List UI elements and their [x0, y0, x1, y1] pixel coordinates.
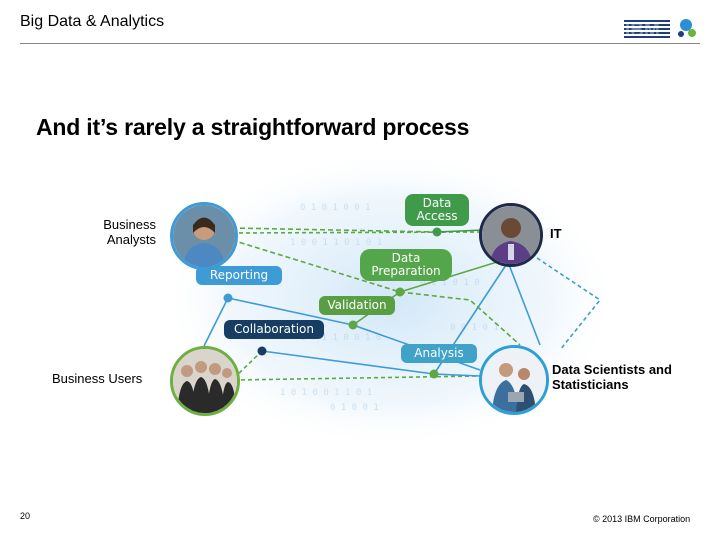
- ibm-logo-text: IBM: [625, 20, 660, 39]
- dot-validation: [348, 320, 358, 330]
- label-business-users: Business Users: [52, 371, 143, 386]
- slide-title: And it’s rarely a straightforward proces…: [36, 114, 470, 140]
- page-number: 20: [20, 511, 31, 521]
- step-validation: Validation: [319, 296, 395, 315]
- svg-text:0 1 0 1 0 0 1: 0 1 0 1 0 0 1: [300, 203, 370, 213]
- svg-text:0 0 1 0 1: 0 0 1 0 1: [450, 323, 499, 333]
- business-users-avatar: [170, 346, 240, 416]
- step-reporting: Reporting: [196, 266, 282, 285]
- connector-it-ds: [507, 261, 541, 346]
- dot-collab: [257, 346, 267, 356]
- svg-text:1 0 0 1 1 0 1 0 1: 1 0 0 1 1 0 1 0 1: [290, 238, 382, 248]
- connector-reporting-users: [203, 297, 229, 347]
- binary-texture: 0 1 0 1 0 0 1 1 0 0 1 1 0 1 0 1 0 1 1 0 …: [280, 203, 499, 413]
- dot-access: [432, 227, 442, 237]
- footer-copyright: © 2013 IBM Corporation: [593, 514, 691, 524]
- label-it: IT: [550, 226, 562, 241]
- dot-prep: [395, 287, 405, 297]
- svg-text:0 1 0 0 1: 0 1 0 0 1: [330, 403, 379, 413]
- connector-analysis-ds: [433, 373, 481, 377]
- step-analysis: Analysis: [401, 344, 477, 363]
- label-data-scientists: Data Scientists and Statisticians: [552, 362, 672, 392]
- connector-analyst-prep: [231, 239, 401, 293]
- step-data-access: Data Access: [405, 194, 469, 226]
- connector-analyst-access: [231, 227, 438, 233]
- dot-analysis: [429, 369, 439, 379]
- connector-collab-analysis: [261, 350, 435, 375]
- business-analyst-avatar: [170, 202, 238, 270]
- step-data-preparation: Data Preparation: [360, 249, 452, 281]
- step-collaboration: Collaboration: [224, 320, 324, 339]
- label-business-analysts: Business Analysts: [103, 217, 156, 247]
- connector-dots: [223, 227, 442, 379]
- data-scientists-avatar: [479, 345, 549, 415]
- svg-text:0 1 1 0 1 0: 0 1 1 0 1 0: [420, 278, 480, 288]
- header-title: Big Data & Analytics: [20, 13, 165, 30]
- connector-users-analysis: [233, 375, 481, 381]
- it-avatar: [479, 203, 543, 267]
- dot-reporting: [223, 293, 233, 303]
- ibm-logo: IBM: [624, 19, 696, 39]
- connector-reporting-validation: [227, 297, 354, 326]
- connector-prep-it: [399, 257, 511, 293]
- svg-text:1 0 1 1 0 0 1 0: 1 0 1 1 0 0 1 0: [300, 333, 381, 343]
- connector-access-it: [436, 229, 484, 233]
- svg-text:1 0 1 0 0 1 1 0 1: 1 0 1 0 0 1 1 0 1: [280, 388, 372, 398]
- connector-prep-validation-alt: [399, 291, 521, 346]
- header-divider: [20, 43, 700, 44]
